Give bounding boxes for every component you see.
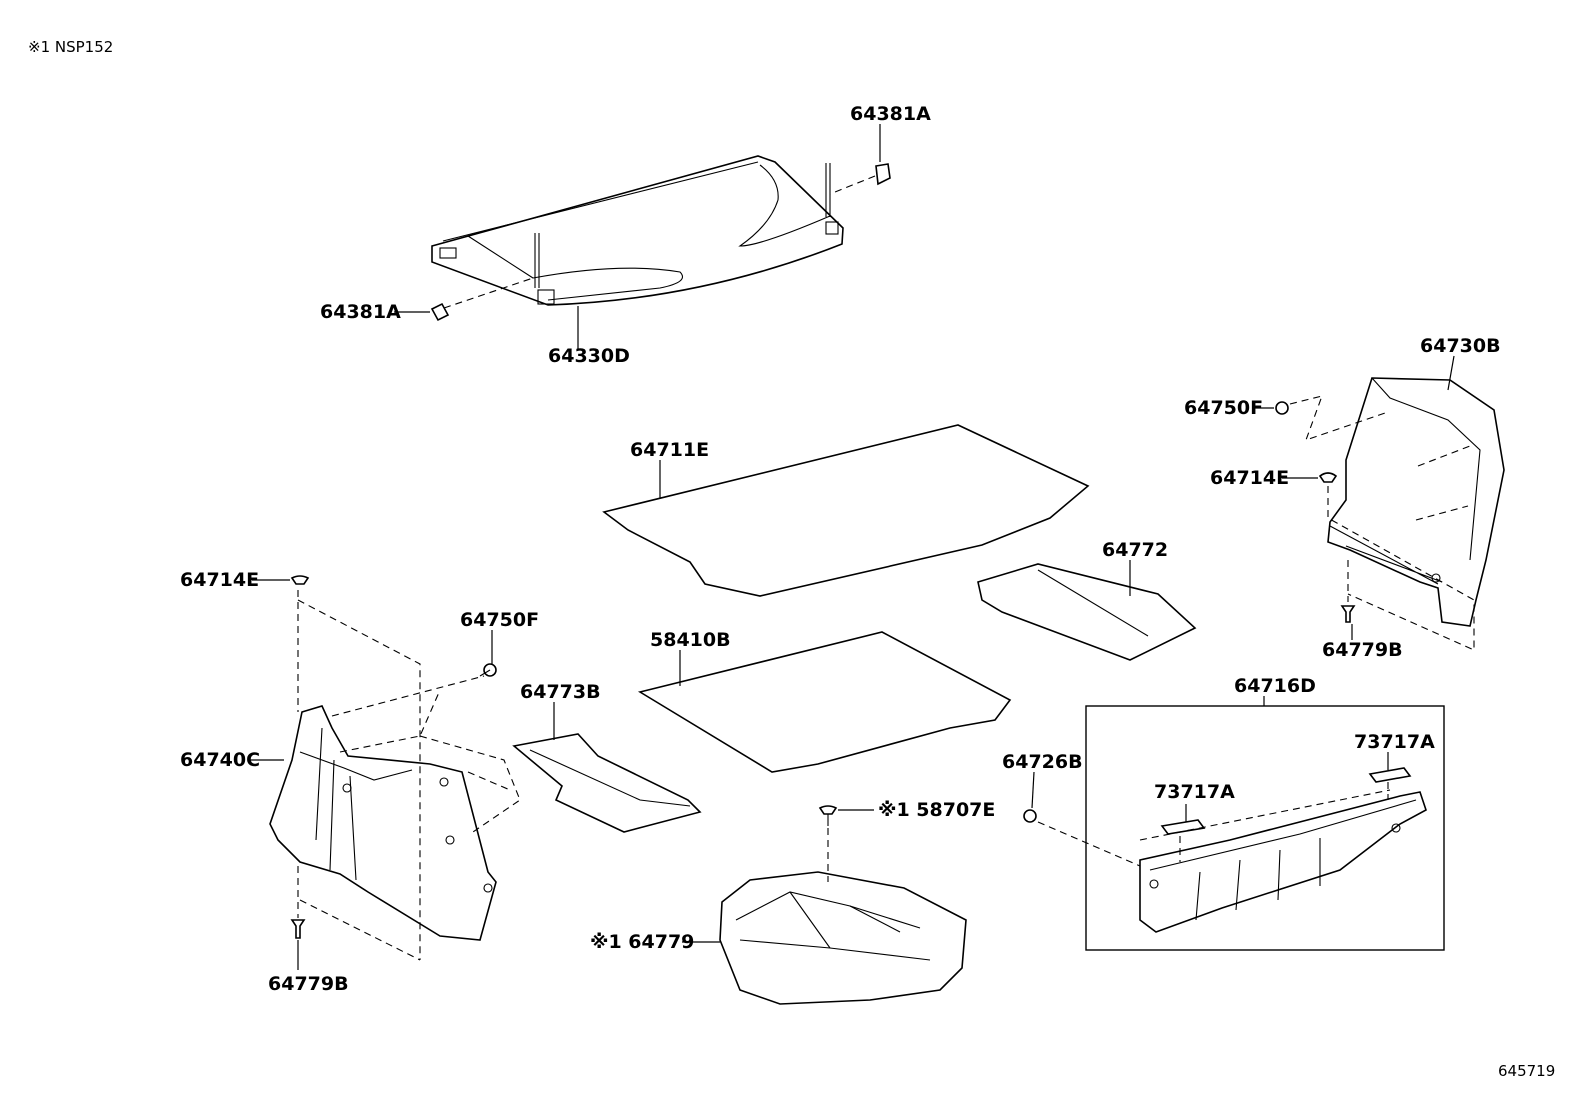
clip-64714e-right-icon: [1318, 472, 1338, 483]
model-note: ※1 NSP152: [28, 38, 113, 56]
callout-64779b-right: 64779B: [1322, 639, 1403, 661]
callout-64773b: 64773B: [520, 681, 601, 703]
callout-64772: 64772: [1102, 539, 1168, 561]
callout-73717a-a: 73717A: [1154, 781, 1235, 803]
callout-64779b-left: 64779B: [268, 973, 349, 995]
clip-64381a-left-icon: [430, 302, 450, 322]
callout-64740c: 64740C: [180, 749, 260, 771]
callout-64750f-left: 64750F: [460, 609, 539, 631]
callout-64711e: 64711E: [630, 439, 709, 461]
screw-64726b-icon: [1023, 809, 1037, 823]
sill-plate-64716d-drawing: [1139, 791, 1427, 933]
clip-73717a-b-icon: [1368, 767, 1412, 783]
callout-64716d: 64716D: [1234, 675, 1316, 697]
clip-64714e-left-icon: [290, 575, 310, 585]
deck-board-64711e-drawing: [602, 424, 1090, 597]
side-trim-right-64730b-drawing: [1327, 377, 1505, 627]
callout-58707e: ※1 58707E: [878, 799, 995, 821]
callout-64714e-left: 64714E: [180, 569, 259, 591]
callout-64381a-top: 64381A: [850, 103, 931, 125]
floor-mat-58410b-drawing: [637, 631, 1012, 773]
clip-64381a-top-icon: [875, 163, 891, 186]
callout-64726b: 64726B: [1002, 751, 1083, 773]
callout-64714e-right: 64714E: [1210, 467, 1289, 489]
screw-64750f-left-icon: [479, 663, 497, 677]
side-trim-left-64740c-drawing: [269, 705, 497, 941]
clip-73717a-a-icon: [1160, 819, 1206, 835]
callout-64750f-right: 64750F: [1184, 397, 1263, 419]
trim-64772-drawing: [977, 563, 1197, 661]
callout-64330d: 64330D: [548, 345, 630, 367]
callout-64730b: 64730B: [1420, 335, 1501, 357]
screw-64750f-right-icon: [1275, 401, 1289, 415]
spare-tire-tray-64779-drawing: [719, 871, 967, 1005]
leader-lines: [248, 124, 1455, 970]
package-tray-trim-drawing: [431, 155, 844, 306]
clip-64779b-right-icon: [1340, 605, 1356, 623]
callout-73717a-b: 73717A: [1354, 731, 1435, 753]
callout-64779: ※1 64779: [590, 931, 694, 953]
assembly-box-64716d: [1085, 705, 1445, 951]
clip-64779b-left-icon: [290, 919, 306, 939]
clip-58707e-icon: [818, 805, 838, 826]
callout-64381a-left: 64381A: [320, 301, 401, 323]
callout-58410b: 58410B: [650, 629, 731, 651]
figure-id: 645719: [1498, 1062, 1555, 1080]
trim-64773b-drawing: [512, 733, 702, 833]
